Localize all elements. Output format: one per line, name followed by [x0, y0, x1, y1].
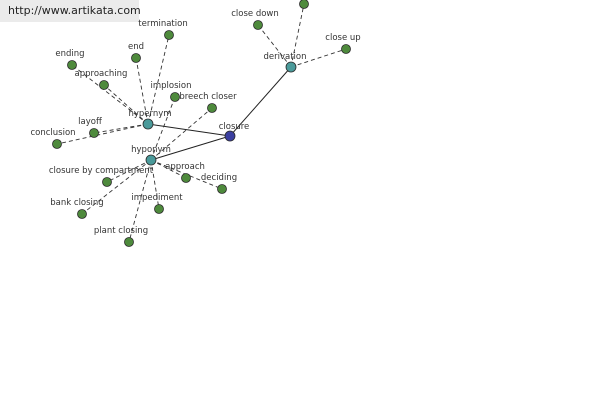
term-node[interactable]: [102, 177, 112, 187]
term-edge: [290, 3, 305, 68]
term-node[interactable]: [164, 30, 174, 40]
term-label[interactable]: bank closing: [50, 198, 103, 208]
term-node[interactable]: [207, 103, 217, 113]
center-label[interactable]: closure: [219, 122, 250, 132]
term-node[interactable]: [341, 44, 351, 54]
relation-node[interactable]: [285, 61, 297, 73]
relation-edge: [229, 66, 292, 137]
term-label[interactable]: close up: [325, 33, 360, 43]
relation-edge: [150, 135, 231, 161]
term-edge: [257, 24, 292, 68]
term-node[interactable]: [154, 204, 164, 214]
term-edge: [147, 34, 170, 125]
term-edge: [150, 107, 213, 161]
term-edge: [150, 96, 176, 161]
site-url-banner[interactable]: http://www.artikata.com: [0, 0, 141, 22]
term-label[interactable]: close down: [231, 9, 279, 19]
term-node[interactable]: [217, 184, 227, 194]
term-edge: [81, 159, 152, 215]
relation-label[interactable]: hyponym: [131, 145, 171, 155]
term-edge: [103, 84, 149, 125]
term-edge: [128, 159, 152, 243]
term-node[interactable]: [124, 237, 134, 247]
edges-layer: [56, 3, 347, 243]
term-node[interactable]: [170, 92, 180, 102]
term-node[interactable]: [99, 80, 109, 90]
relation-node[interactable]: [142, 118, 154, 130]
term-node[interactable]: [299, 0, 309, 9]
center-node[interactable]: [224, 130, 236, 142]
term-label[interactable]: implosion: [151, 81, 192, 91]
term-node[interactable]: [77, 209, 87, 219]
term-label[interactable]: impediment: [131, 193, 183, 203]
relation-node[interactable]: [145, 154, 157, 166]
term-edge: [106, 159, 152, 183]
term-label[interactable]: approach: [165, 162, 205, 172]
relation-label[interactable]: derivation: [263, 52, 306, 62]
term-node[interactable]: [131, 53, 141, 63]
term-node[interactable]: [67, 60, 77, 70]
relation-edge: [147, 123, 231, 137]
term-edge: [290, 48, 347, 68]
term-label[interactable]: ending: [55, 49, 84, 59]
term-edge: [56, 123, 149, 145]
term-label[interactable]: termination: [138, 19, 187, 29]
term-node[interactable]: [181, 173, 191, 183]
term-label[interactable]: layoff: [78, 117, 103, 127]
term-label[interactable]: closure by compartment: [49, 166, 154, 176]
term-node[interactable]: [89, 128, 99, 138]
relation-label[interactable]: hypernym: [128, 109, 171, 119]
term-label[interactable]: deciding: [201, 173, 237, 183]
term-label[interactable]: approaching: [75, 69, 128, 79]
nodes-layer: [52, 0, 351, 247]
labels-layer: termination end ending approaching layoffcon…: [30, 9, 360, 236]
term-label[interactable]: plant closing: [94, 226, 148, 236]
term-node[interactable]: [253, 20, 263, 30]
term-label[interactable]: conclusion: [30, 128, 75, 138]
term-label[interactable]: end: [128, 42, 144, 52]
term-edge: [93, 123, 149, 134]
term-node[interactable]: [52, 139, 62, 149]
term-label[interactable]: breech closer: [179, 92, 237, 102]
term-edge: [150, 159, 160, 210]
term-edge: [71, 64, 149, 125]
